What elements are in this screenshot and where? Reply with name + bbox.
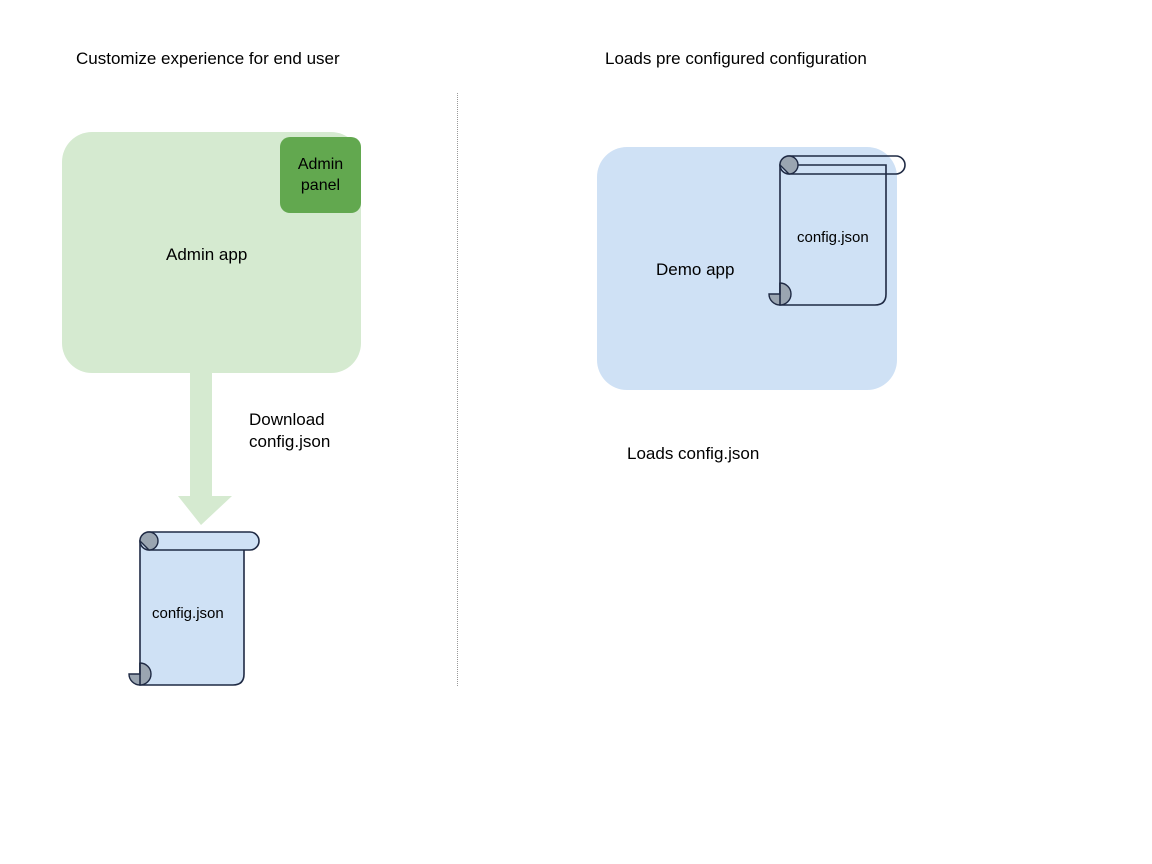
admin-panel-label: Admin panel <box>298 154 343 196</box>
document-top-curl-right <box>779 155 799 175</box>
document-bottom-curl-right <box>768 282 792 306</box>
document-body-left <box>139 540 245 686</box>
document-top-curl-left <box>139 531 159 551</box>
download-arrow-label-line1: Download <box>249 410 325 429</box>
demo-app-box <box>597 147 897 390</box>
column-divider <box>457 93 458 686</box>
admin-panel-label-line1: Admin <box>297 156 344 173</box>
loads-config-caption: Loads config.json <box>627 444 760 463</box>
admin-panel-label-line2: panel <box>300 177 341 194</box>
config-json-label-left: config.json <box>152 605 224 622</box>
download-arrow-label: Download config.json <box>249 409 330 453</box>
config-json-document-right[interactable] <box>758 152 918 312</box>
config-json-label-right: config.json <box>797 229 869 246</box>
document-body-right <box>779 164 887 306</box>
admin-panel-chip[interactable]: Admin panel <box>280 137 361 213</box>
left-column-title: Customize experience for end user <box>76 49 340 68</box>
download-arrow-shape <box>178 368 232 525</box>
right-column-title: Loads pre configured configuration <box>605 49 867 68</box>
admin-app-label: Admin app <box>166 245 248 264</box>
download-arrow-label-line2: config.json <box>249 432 331 451</box>
config-json-document-left[interactable] <box>118 528 268 694</box>
demo-app-label: Demo app <box>656 260 735 279</box>
document-bottom-curl-left <box>128 662 152 686</box>
download-arrow <box>172 368 238 526</box>
